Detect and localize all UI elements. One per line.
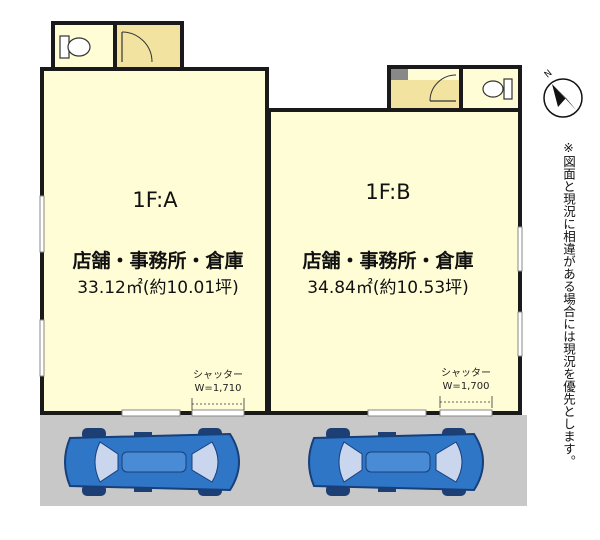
unit-a-shutter-width: W=1,710 [195, 383, 242, 394]
unit-b-shutter-label: シャッター [441, 367, 491, 379]
unit-a-door-opening [121, 409, 181, 417]
compass-label: N [543, 68, 555, 80]
unit-b-use: 店舗・事務所・倉庫 [302, 249, 473, 272]
unit-a-hall [117, 25, 180, 67]
unit-a-door-icon [121, 31, 153, 63]
unit-b-window [517, 226, 523, 272]
unit-b-window [517, 311, 523, 357]
unit-a-name: 1F:A [132, 188, 178, 212]
disclaimer-note: ※図面と現況に相違がある場合には現況を優先とします。 [561, 140, 576, 468]
unit-b-door-icon [429, 74, 457, 102]
unit-a-use: 店舗・事務所・倉庫 [72, 249, 243, 272]
north-compass-icon: N [543, 68, 583, 118]
unit-a-toilet-icon [59, 35, 91, 59]
unit-a-shutter-label: シャッター [193, 369, 243, 381]
unit-b-name: 1F:B [365, 180, 410, 204]
unit-b-area: 34.84㎡(約10.53坪) [307, 278, 469, 298]
unit-b-shutter [439, 409, 493, 417]
unit-a-area: 33.12㎡(約10.01坪) [77, 278, 239, 298]
unit-b-door-opening [367, 409, 427, 417]
unit-a-dimension-line [191, 398, 245, 410]
unit-a-window [39, 195, 45, 253]
unit-b-storage [391, 69, 408, 80]
car-icon [64, 428, 240, 496]
unit-a: 1F:A 店舗・事務所・倉庫 33.12㎡(約10.01坪) シャッター W=1… [39, 21, 269, 417]
unit-b-hall [391, 80, 460, 108]
unit-b-toilet-icon [482, 78, 513, 100]
unit-a-room [40, 67, 269, 415]
unit-b: 1F:B 店舗・事務所・倉庫 34.84㎡(約10.53坪) シャッター W=1… [267, 65, 523, 417]
unit-a-window [39, 319, 45, 377]
car-icon [308, 428, 484, 496]
unit-b-dimension-line [439, 396, 493, 408]
unit-b-shutter-width: W=1,700 [443, 381, 490, 392]
unit-a-shutter [191, 409, 245, 417]
